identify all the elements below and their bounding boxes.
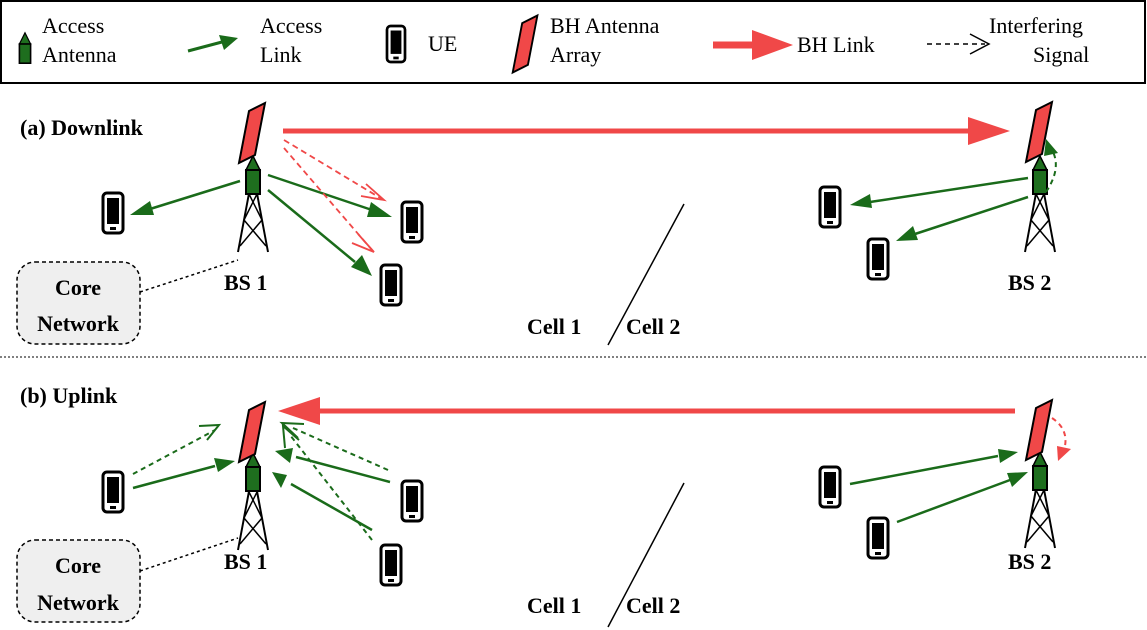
core-network-line1: Core — [55, 275, 101, 300]
access-link-arrow — [272, 472, 373, 532]
cell2-label: Cell 2 — [626, 314, 680, 339]
ue-icon — [379, 543, 403, 587]
bs1-access-antenna-icon — [245, 452, 261, 492]
ue-icon — [385, 24, 407, 64]
bh-link-arrow — [278, 397, 1015, 425]
access-link-arrow — [281, 423, 373, 541]
core-network-line2: Network — [37, 311, 120, 336]
bs1-access-antenna-icon — [245, 155, 261, 195]
legend-access-antenna-line2: Antenna — [42, 42, 117, 67]
core-network: Core Network — [16, 261, 141, 345]
access-link-arrow — [850, 176, 1029, 208]
ue-icon — [818, 465, 842, 509]
access-link-arrow — [896, 195, 1029, 241]
backhaul-connection — [139, 259, 239, 293]
core-network: Core Network — [16, 539, 141, 623]
access-link-arrow — [896, 472, 1028, 524]
legend-access-link-line1: Access — [260, 13, 322, 38]
access-link-arrow — [275, 448, 391, 484]
panel-downlink: (a) Downlink BS 1 BS 2 — [16, 101, 1058, 346]
legend-box — [0, 0, 1146, 84]
cell2-label: Cell 2 — [626, 593, 680, 618]
access-link-arrow — [279, 421, 389, 471]
ue-icon — [866, 516, 890, 560]
cell1-label: Cell 1 — [527, 593, 581, 618]
cell-divider — [607, 203, 685, 346]
access-link-arrow — [130, 179, 241, 215]
bh-link-arrow — [283, 117, 1010, 145]
ue-icon — [379, 263, 403, 307]
interfering-signal-arrow — [283, 139, 387, 202]
bs2-label: BS 2 — [1008, 549, 1051, 574]
core-network-line2: Network — [37, 590, 120, 615]
access-link-arrow — [267, 173, 392, 217]
bs1-label: BS 1 — [224, 549, 267, 574]
legend-access-antenna-line1: Access — [42, 13, 104, 38]
interfering-signal-icon — [927, 33, 991, 55]
bs2-label: BS 2 — [1008, 270, 1051, 295]
legend-bh-link: BH Link — [797, 32, 875, 57]
access-link-arrow — [849, 449, 1018, 486]
ue-icon — [400, 479, 424, 523]
bs2-access-antenna-icon — [1032, 451, 1048, 491]
access-link-arrow — [132, 423, 222, 475]
bh-link-icon — [713, 30, 793, 60]
ue-icon — [101, 470, 125, 514]
legend-interfering-line1: Interfering — [989, 13, 1083, 38]
access-link-arrow — [267, 189, 372, 276]
bs1-bh-antenna-icon — [238, 102, 266, 164]
bs2-access-antenna-icon — [1032, 155, 1048, 195]
bs1-label: BS 1 — [224, 270, 267, 295]
ue-icon — [866, 237, 890, 281]
access-link-icon — [187, 35, 238, 53]
ue-icon — [400, 200, 424, 244]
cell1-label: Cell 1 — [527, 314, 581, 339]
legend-access-link-line2: Link — [260, 42, 302, 67]
ue-icon — [101, 191, 125, 235]
core-network-line1: Core — [55, 553, 101, 578]
interfering-signal-arrow — [283, 147, 375, 253]
self-interference-arrow — [1044, 139, 1058, 193]
legend-bh-antenna-line2: Array — [550, 42, 601, 67]
backhaul-connection — [139, 537, 239, 572]
panel-title: (b) Uplink — [20, 383, 118, 408]
panel-uplink: (b) Uplink BS 1 BS 2 — [16, 383, 1071, 628]
legend-ue: UE — [428, 31, 457, 56]
access-link-arrow — [132, 458, 235, 490]
panel-title: (a) Downlink — [20, 115, 144, 140]
legend-interfering-line2: Signal — [1033, 42, 1089, 67]
cell-divider — [607, 482, 685, 628]
legend: Access Antenna Access Link UE BH Antenna… — [0, 0, 1146, 84]
bs1-bh-antenna-icon — [238, 401, 266, 463]
self-interference-arrow — [1051, 417, 1071, 461]
ue-icon — [818, 185, 842, 229]
bs2-bh-antenna-icon — [1025, 399, 1053, 461]
legend-bh-antenna-line1: BH Antenna — [550, 13, 660, 38]
